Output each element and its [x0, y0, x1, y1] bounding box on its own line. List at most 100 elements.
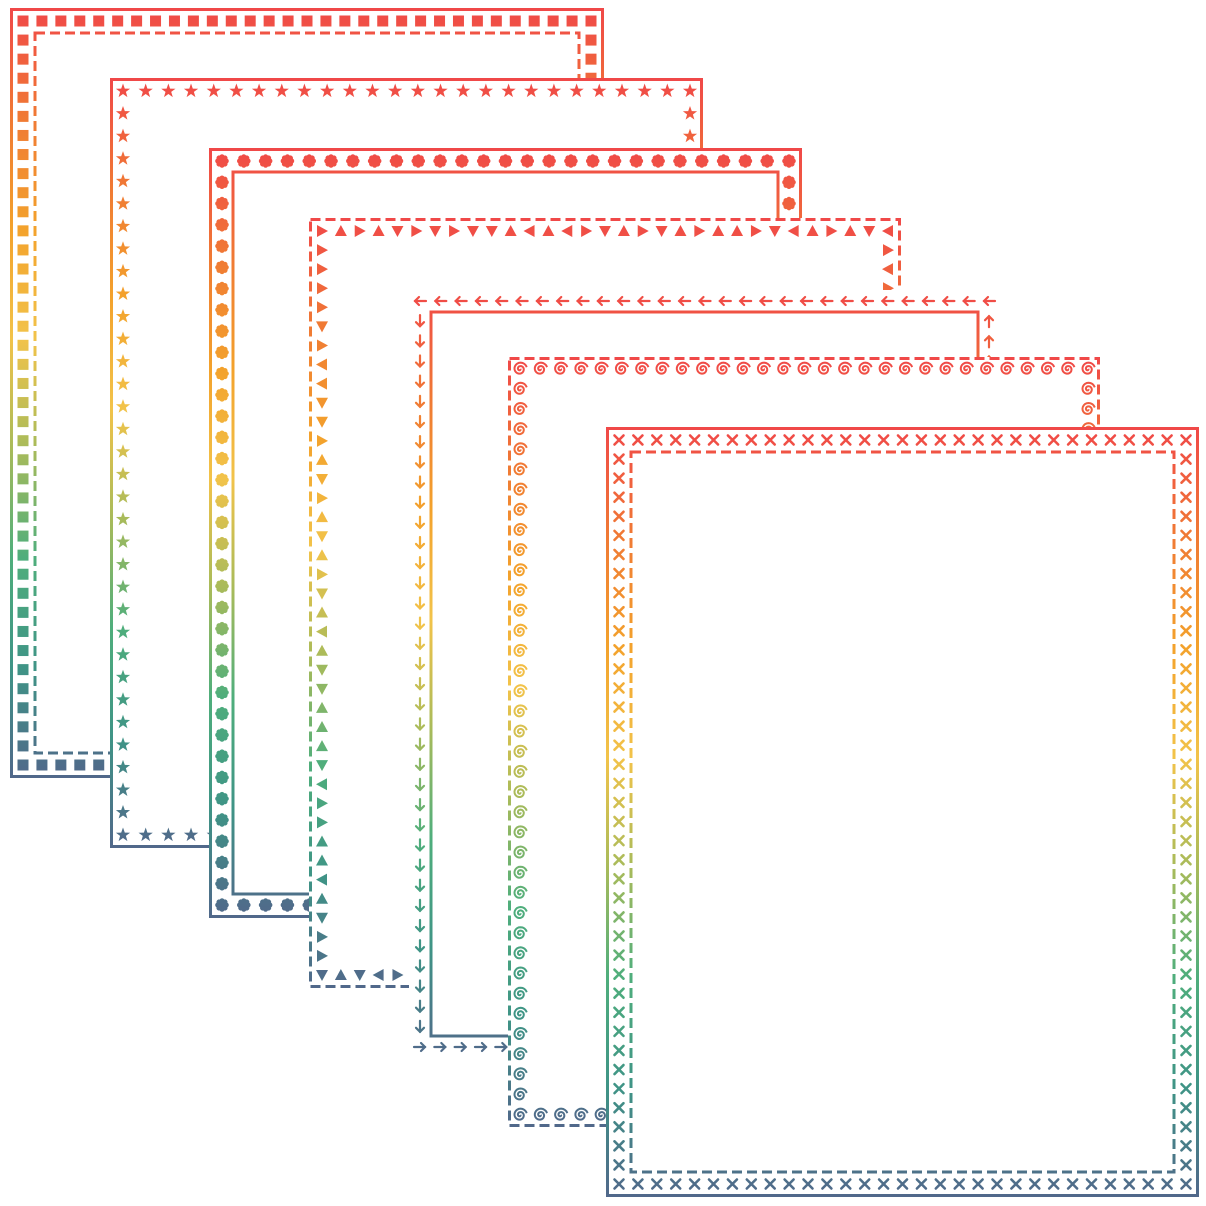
- triangle-motif: [316, 453, 328, 465]
- cross-motif: [613, 872, 625, 885]
- square-motif: [17, 492, 29, 504]
- arrow-motif: [494, 295, 509, 307]
- cross-motif: [802, 1178, 814, 1190]
- spiral-motif: [513, 1087, 528, 1101]
- arrow-motif: [799, 295, 814, 307]
- spiral-motif: [513, 1047, 528, 1061]
- cross-motif: [858, 1178, 871, 1190]
- spiral-motif: [513, 482, 528, 496]
- cross-motif: [613, 853, 625, 866]
- spiral-motif: [513, 684, 528, 698]
- flower-motif: [215, 345, 229, 360]
- star-motif: [115, 534, 131, 548]
- triangle-motif: [882, 263, 893, 276]
- cross-motif: [1085, 1178, 1098, 1190]
- square-motif: [36, 759, 48, 771]
- cross-motif: [650, 1178, 663, 1190]
- spiral-motif: [1040, 361, 1056, 375]
- flower-motif: [215, 473, 229, 487]
- star-motif: [274, 83, 289, 98]
- square-motif: [206, 15, 218, 27]
- star-motif: [115, 557, 131, 571]
- flower-motif: [215, 876, 229, 891]
- star-motif: [637, 83, 652, 98]
- triangle-motif: [674, 225, 687, 236]
- cross-motif: [613, 644, 625, 656]
- square-motif: [17, 606, 29, 618]
- square-motif: [301, 15, 313, 27]
- spiral-motif: [513, 401, 528, 415]
- arrow-motif: [414, 979, 426, 994]
- cross-motif: [1180, 663, 1192, 675]
- flower-motif: [215, 154, 229, 168]
- cross-motif: [613, 930, 625, 942]
- triangle-motif: [637, 225, 649, 237]
- inner-border-line: [629, 450, 1176, 1174]
- flower-motif: [607, 154, 622, 168]
- square-motif: [490, 15, 502, 27]
- triangle-motif: [316, 683, 328, 695]
- square-motif: [17, 320, 29, 332]
- star-motif: [115, 286, 131, 300]
- spiral-motif: [513, 744, 528, 758]
- triangle-motif: [317, 263, 328, 276]
- square-motif: [17, 91, 29, 103]
- cross-motif: [669, 434, 682, 446]
- triangle-motif: [317, 816, 328, 829]
- square-motif: [17, 225, 29, 237]
- square-motif: [471, 15, 483, 27]
- arrow-motif: [414, 858, 426, 873]
- star-motif: [115, 106, 131, 120]
- cross-motif: [877, 434, 890, 446]
- square-motif: [74, 15, 86, 27]
- star-motif: [433, 83, 448, 98]
- outer-border-line: [606, 427, 1199, 1197]
- star-motif: [115, 511, 131, 526]
- cross-motif: [1142, 1178, 1154, 1190]
- cross-motif: [1180, 605, 1192, 618]
- spiral-motif: [533, 361, 548, 375]
- arrow-motif: [414, 737, 426, 752]
- spiral-motif: [554, 1107, 569, 1121]
- cross-motif: [1180, 930, 1192, 942]
- cross-motif: [1180, 529, 1192, 542]
- flower-motif: [215, 409, 229, 423]
- square-motif: [55, 15, 67, 27]
- star-motif: [388, 83, 403, 98]
- triangle-motif: [354, 225, 366, 237]
- flower-motif: [215, 324, 229, 338]
- spiral-motif: [513, 784, 528, 798]
- spiral-motif: [1020, 361, 1035, 375]
- star-motif: [115, 263, 131, 278]
- arrow-motif: [983, 314, 995, 329]
- square-motif: [17, 587, 29, 599]
- cross-motif: [1104, 434, 1117, 446]
- arrow-motif: [414, 797, 426, 812]
- triangle-motif: [316, 625, 327, 638]
- cross-motif: [669, 1178, 682, 1190]
- arrow-motif: [860, 295, 875, 307]
- cross-motif: [613, 510, 625, 523]
- spiral-motif: [1081, 381, 1096, 395]
- triangle-motif: [750, 225, 762, 237]
- spiral-motif: [513, 1026, 528, 1041]
- spiral-motif: [574, 1107, 589, 1121]
- triangle-motif: [542, 225, 555, 236]
- square-motif: [585, 53, 597, 65]
- spiral-motif: [1000, 361, 1015, 375]
- triangle-motif: [316, 606, 328, 618]
- square-motif: [17, 759, 29, 771]
- spiral-motif: [513, 885, 528, 899]
- spiral-motif: [716, 361, 731, 375]
- triangle-motif: [317, 797, 328, 810]
- triangle-motif: [391, 226, 404, 237]
- cross-motif: [613, 624, 625, 637]
- square-motif: [17, 702, 29, 714]
- spiral-motif: [513, 704, 528, 718]
- triangle-motif: [316, 397, 328, 409]
- spiral-motif: [898, 361, 914, 375]
- square-motif: [17, 301, 29, 313]
- triangle-motif: [317, 434, 328, 447]
- crosses-frame: [606, 427, 1199, 1197]
- cross-motif: [1180, 834, 1192, 847]
